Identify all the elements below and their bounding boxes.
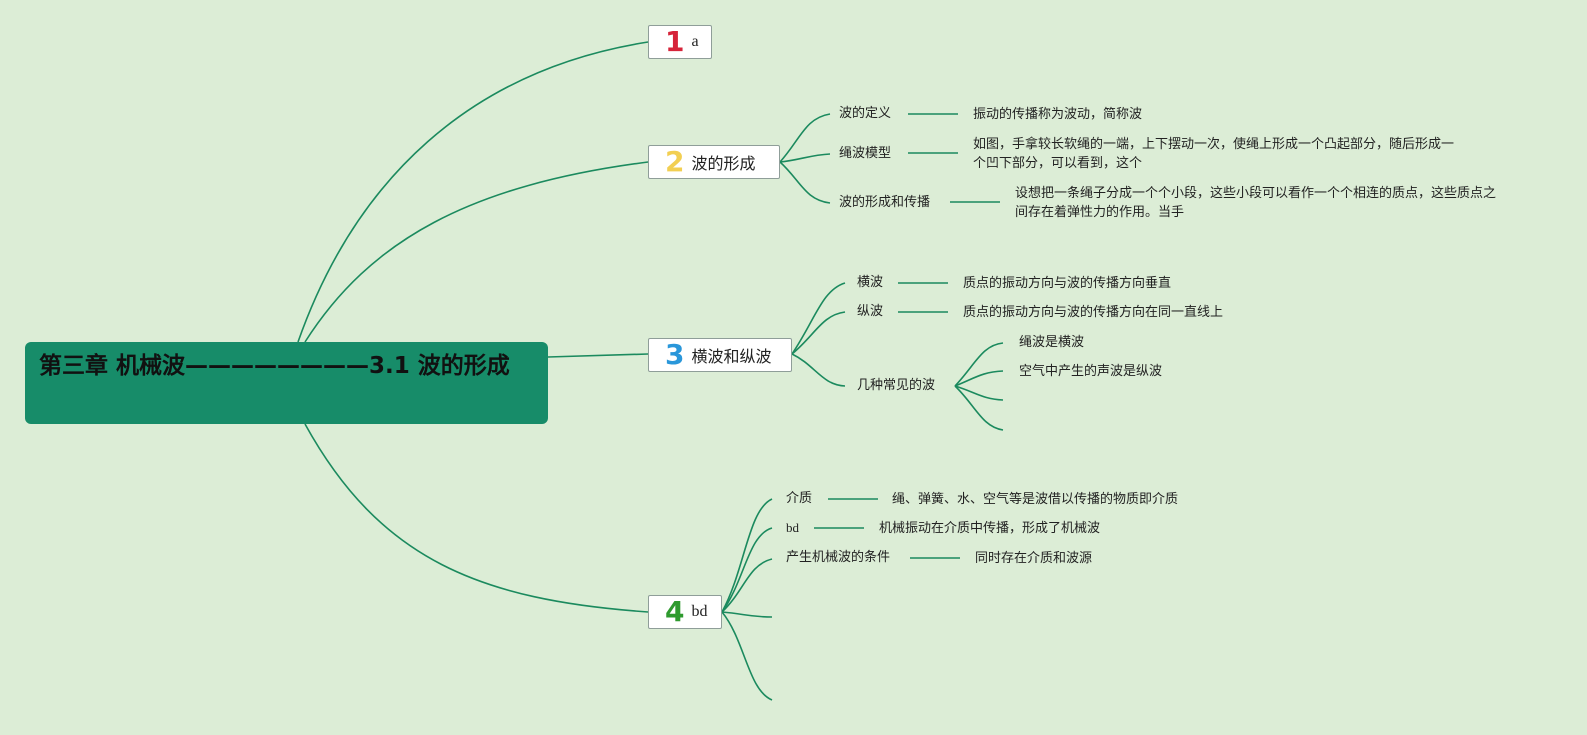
edge-common-waves-item2 [954,370,1004,387]
topic-4[interactable]: 4 bd [648,595,722,629]
topic-label-2: 波的形成 [691,154,756,173]
subtopic-medium[interactable]: 介质 [786,491,813,506]
edge-topic2-sub2 [779,153,831,163]
central-topic-title: 第三章 机械波————————3.1 波的形成 [39,353,510,379]
subtopic-transverse-wave[interactable]: 横波 [857,275,884,290]
detail-transverse-wave[interactable]: 质点的振动方向与波的传播方向垂直 [963,276,1172,291]
edge-topic4-sub4 [721,611,773,618]
edge-root-topic-4 [304,423,649,613]
detail-wave-formation[interactable]: 设想把一条绳子分成一个个小段，这些小段可以看作一个个相连的质点，这些质点之间存在… [1015,186,1497,220]
edge-topic3-sub3 [791,353,846,387]
common-wave-item-2[interactable]: 空气中产生的声波是纵波 [1019,364,1163,379]
subtopic-common-waves[interactable]: 几种常见的波 [857,378,936,393]
edge-root-topic-2 [304,161,649,343]
detail-longitudinal-wave[interactable]: 质点的振动方向与波的传播方向在同一直线上 [963,305,1224,320]
detail-wave-definition[interactable]: 振动的传播称为波动，简称波 [973,107,1143,122]
detail-bd[interactable]: 机械振动在介质中传播，形成了机械波 [879,521,1101,536]
edge-topic2-sub3 [779,161,831,204]
edge-root-topic-1 [297,41,649,343]
edge-topic4-sub1 [721,498,773,613]
topic-3[interactable]: 3 横波和纵波 [648,338,792,372]
edge-common-waves-item4 [954,385,1004,431]
topic-2[interactable]: 2 波的形成 [648,145,780,179]
edge-topic4-sub2 [721,527,773,613]
topic-label-3: 横波和纵波 [691,347,772,366]
subtopic-wave-formation[interactable]: 波的形成和传播 [839,195,931,210]
detail-medium[interactable]: 绳、弹簧、水、空气等是波借以传播的物质即介质 [892,492,1179,507]
topic-number-4: 4 [665,595,685,628]
edge-topic3-sub2 [791,311,846,355]
detail-rope-wave-model[interactable]: 如图，手拿较长软绳的一端，上下摆动一次，使绳上形成一个凸起部分，随后形成一个凹下… [973,137,1455,171]
topic-number-1: 1 [665,25,685,58]
central-topic[interactable]: 第三章 机械波————————3.1 波的形成 [25,342,548,424]
topic-label-4: bd [691,603,708,620]
edge-topic4-sub3 [721,558,773,613]
topic-1[interactable]: 1 a [648,25,712,59]
topic-number-2: 2 [665,145,685,178]
edge-root-topic-3 [547,353,649,358]
subtopic-wave-conditions[interactable]: 产生机械波的条件 [786,550,891,565]
edge-topic3-sub1 [791,282,846,355]
common-wave-item-1[interactable]: 绳波是横波 [1019,335,1085,350]
edge-common-waves-item1 [954,342,1004,387]
subtopic-longitudinal-wave[interactable]: 纵波 [857,304,884,319]
edge-topic4-sub5 [721,611,773,701]
edge-common-waves-item3 [954,385,1004,401]
subtopic-bd[interactable]: bd [786,520,799,535]
topic-label-1: a [691,33,699,50]
topic-number-3: 3 [665,338,685,371]
subtopic-rope-wave-model[interactable]: 绳波模型 [839,146,892,161]
edge-topic2-sub1 [779,113,831,163]
detail-wave-conditions[interactable]: 同时存在介质和波源 [975,551,1093,566]
subtopic-wave-definition[interactable]: 波的定义 [839,106,892,121]
